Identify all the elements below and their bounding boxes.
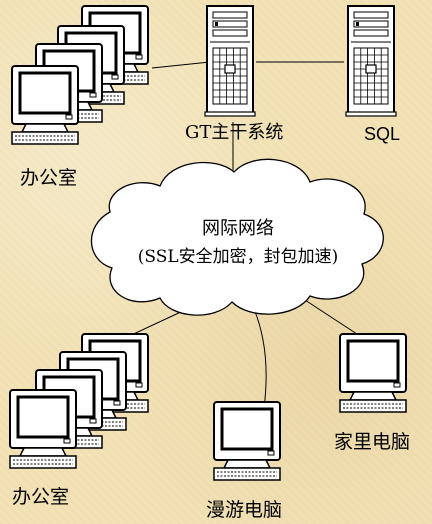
roaming-computer[interactable] (212, 400, 282, 482)
link-cloud-to-roaming (249, 299, 267, 409)
sql-server-label: SQL (364, 124, 400, 144)
link-office-top-to-gt (151, 61, 211, 69)
home-computer[interactable] (338, 332, 408, 414)
monitor-icon (212, 400, 282, 482)
office-top-label: 办公室 (20, 167, 77, 189)
cloud-subtitle: (SSL安全加密，封包加速) (138, 247, 339, 267)
monitor-icon (10, 64, 80, 146)
server-icon (204, 5, 256, 117)
office-bottom-computers[interactable] (8, 332, 150, 470)
office-top-computers[interactable] (10, 4, 150, 146)
internet-cloud: 网际网络 (SSL安全加密，封包加速) (90, 158, 384, 316)
roaming-label: 漫游电脑 (206, 499, 282, 521)
link-cloud-to-home (304, 299, 361, 337)
monitor-icon (338, 332, 408, 414)
cloud-title: 网际网络 (202, 218, 274, 239)
server-icon (345, 5, 397, 117)
gt-server[interactable] (204, 5, 256, 117)
cloud-icon (90, 158, 384, 316)
office-bottom-label: 办公室 (12, 486, 69, 508)
gt-server-label: GT主干系统 (185, 122, 283, 143)
monitor-icon (8, 388, 78, 470)
sql-server[interactable] (345, 5, 397, 117)
home-label: 家里电脑 (334, 431, 410, 453)
